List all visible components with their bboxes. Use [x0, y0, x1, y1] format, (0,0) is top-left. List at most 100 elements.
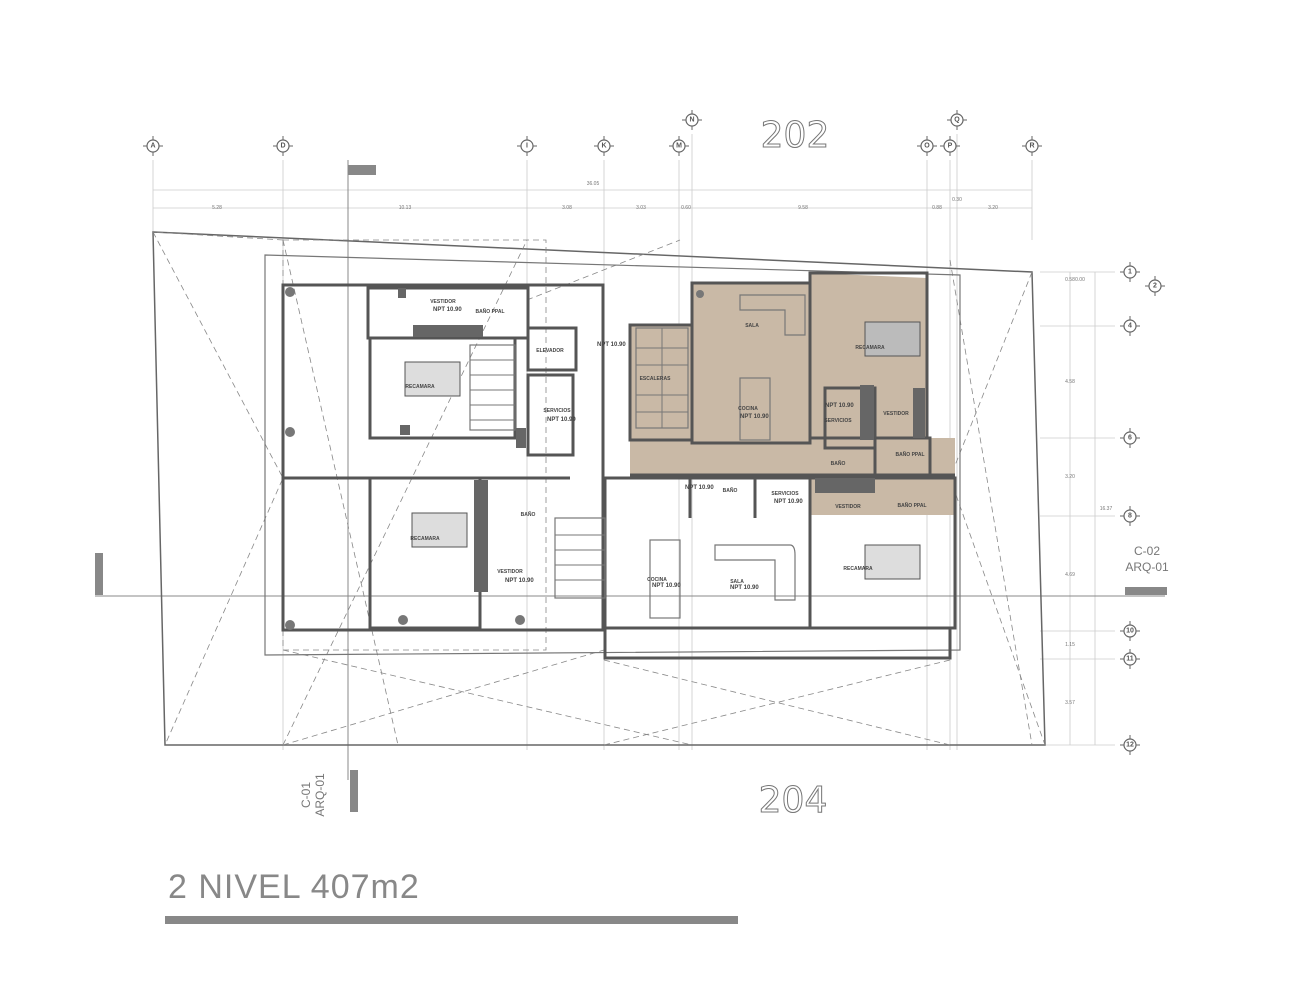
room-labels: VESTIDOR BAÑO PPAL RECAMARA ELEVADOR SER…: [405, 299, 926, 585]
svg-text:P: P: [948, 143, 953, 150]
svg-text:SALA: SALA: [730, 579, 744, 585]
svg-text:VESTIDOR: VESTIDOR: [497, 569, 523, 575]
svg-text:D: D: [280, 143, 285, 150]
section-marker-bottom: [350, 770, 358, 812]
columns: [285, 287, 704, 630]
svg-text:VESTIDOR: VESTIDOR: [430, 299, 456, 305]
axis-12: 12: [1120, 735, 1140, 755]
axis-markers-right: 1 2 4 6 8 10 11 12: [1120, 262, 1165, 755]
axis-4: 4: [1120, 316, 1140, 336]
svg-text:NPT 10.90: NPT 10.90: [825, 403, 854, 409]
section-ref-c02: C-02 ARQ-01: [1125, 544, 1169, 574]
svg-text:SERVICIOS: SERVICIOS: [771, 491, 799, 497]
axis-10: 10: [1120, 621, 1140, 641]
axis-D: D: [273, 136, 293, 156]
axis-11: 11: [1120, 649, 1140, 669]
svg-text:16.37: 16.37: [1100, 506, 1113, 512]
svg-text:4.69: 4.69: [1065, 572, 1075, 578]
svg-text:ELEVADOR: ELEVADOR: [536, 348, 564, 354]
svg-text:ARQ-01: ARQ-01: [1125, 560, 1169, 574]
axis-Q: Q: [947, 110, 967, 130]
axis-6: 6: [1120, 428, 1140, 448]
svg-text:3.20: 3.20: [1065, 474, 1075, 480]
svg-text:SERVICIOS: SERVICIOS: [824, 418, 852, 424]
svg-text:RECAMARA: RECAMARA: [405, 384, 435, 390]
svg-text:BAÑO PPAL: BAÑO PPAL: [475, 308, 504, 315]
axis-2: 2: [1145, 276, 1165, 296]
svg-text:RECAMARA: RECAMARA: [855, 345, 885, 351]
axis-P: P: [940, 136, 960, 156]
svg-text:2: 2: [1153, 283, 1157, 290]
stairs: [470, 328, 688, 581]
svg-text:SALA: SALA: [745, 323, 759, 329]
section-marker-left: [95, 553, 103, 595]
svg-text:0.88: 0.88: [932, 205, 942, 211]
axis-M: M: [669, 136, 689, 156]
svg-text:5.28: 5.28: [212, 205, 222, 211]
svg-text:BAÑO: BAÑO: [521, 511, 536, 518]
svg-text:O: O: [924, 143, 930, 150]
svg-text:A: A: [150, 143, 155, 150]
svg-text:0.60: 0.60: [681, 205, 691, 211]
svg-text:I: I: [526, 143, 528, 150]
svg-text:0.30: 0.30: [952, 197, 962, 203]
svg-text:M: M: [676, 143, 682, 150]
axis-O: O: [917, 136, 937, 156]
street-number-top: 202: [761, 115, 830, 156]
axis-A: A: [143, 136, 163, 156]
svg-text:NPT 10.90: NPT 10.90: [597, 342, 626, 348]
section-ref-c01: C-01 ARQ-01: [299, 773, 327, 817]
svg-text:COCINA: COCINA: [738, 406, 758, 412]
svg-text:10.13: 10.13: [399, 205, 412, 211]
axis-markers-top: A D I K M N O P Q R: [143, 110, 1042, 156]
svg-text:C-02: C-02: [1134, 544, 1160, 558]
axis-K: K: [594, 136, 614, 156]
level-marks: NPT 10.90 NPT 10.90 NPT 10.90 NPT 10.90 …: [433, 307, 854, 591]
svg-text:NPT 10.90: NPT 10.90: [652, 583, 681, 589]
section-marker-top: [348, 165, 376, 175]
beds: [404, 321, 921, 580]
svg-text:BAÑO PPAL: BAÑO PPAL: [895, 451, 924, 458]
axis-8: 8: [1120, 506, 1140, 526]
svg-text:VESTIDOR: VESTIDOR: [835, 504, 861, 510]
svg-text:0.00: 0.00: [1075, 277, 1085, 283]
svg-text:K: K: [601, 143, 606, 150]
svg-text:3.03: 3.03: [636, 205, 646, 211]
svg-text:BAÑO: BAÑO: [723, 487, 738, 494]
axis-1: 1: [1120, 262, 1140, 282]
svg-text:BAÑO PPAL: BAÑO PPAL: [897, 502, 926, 509]
svg-text:RECAMARA: RECAMARA: [843, 566, 873, 572]
svg-text:10: 10: [1126, 628, 1134, 635]
svg-text:ARQ-01: ARQ-01: [313, 773, 327, 817]
svg-text:11: 11: [1126, 656, 1134, 663]
svg-text:RECAMARA: RECAMARA: [410, 536, 440, 542]
svg-text:C-01: C-01: [299, 782, 313, 808]
svg-text:N: N: [689, 117, 694, 124]
svg-text:COCINA: COCINA: [647, 577, 667, 583]
svg-text:NPT 10.90: NPT 10.90: [685, 485, 714, 491]
street-number-bottom: 204: [759, 780, 828, 821]
svg-text:ESCALERAS: ESCALERAS: [640, 376, 672, 382]
svg-text:NPT 10.90: NPT 10.90: [740, 414, 769, 420]
svg-text:4: 4: [1128, 323, 1132, 330]
axis-N: N: [682, 110, 702, 130]
svg-text:VESTIDOR: VESTIDOR: [883, 411, 909, 417]
svg-text:1.15: 1.15: [1065, 642, 1075, 648]
svg-text:3.08: 3.08: [562, 205, 572, 211]
plan-title: 2 NIVEL 407m2: [168, 868, 420, 906]
svg-text:9.58: 9.58: [798, 205, 808, 211]
svg-text:NPT 10.90: NPT 10.90: [730, 585, 759, 591]
axis-R: R: [1022, 136, 1042, 156]
dimensions-right: 0.58 0.00 4.58 3.20 16.37 4.69 1.15 3.57: [1065, 277, 1112, 706]
svg-text:Q: Q: [954, 117, 960, 124]
solid-elements: [398, 288, 925, 592]
svg-text:SERVICIOS: SERVICIOS: [543, 408, 571, 414]
svg-text:NPT 10.90: NPT 10.90: [433, 307, 462, 313]
svg-text:3.57: 3.57: [1065, 700, 1075, 706]
svg-text:R: R: [1029, 143, 1034, 150]
svg-text:NPT 10.90: NPT 10.90: [547, 417, 576, 423]
axis-I: I: [517, 136, 537, 156]
svg-text:1: 1: [1128, 269, 1132, 276]
slab-edge: [264, 254, 961, 656]
